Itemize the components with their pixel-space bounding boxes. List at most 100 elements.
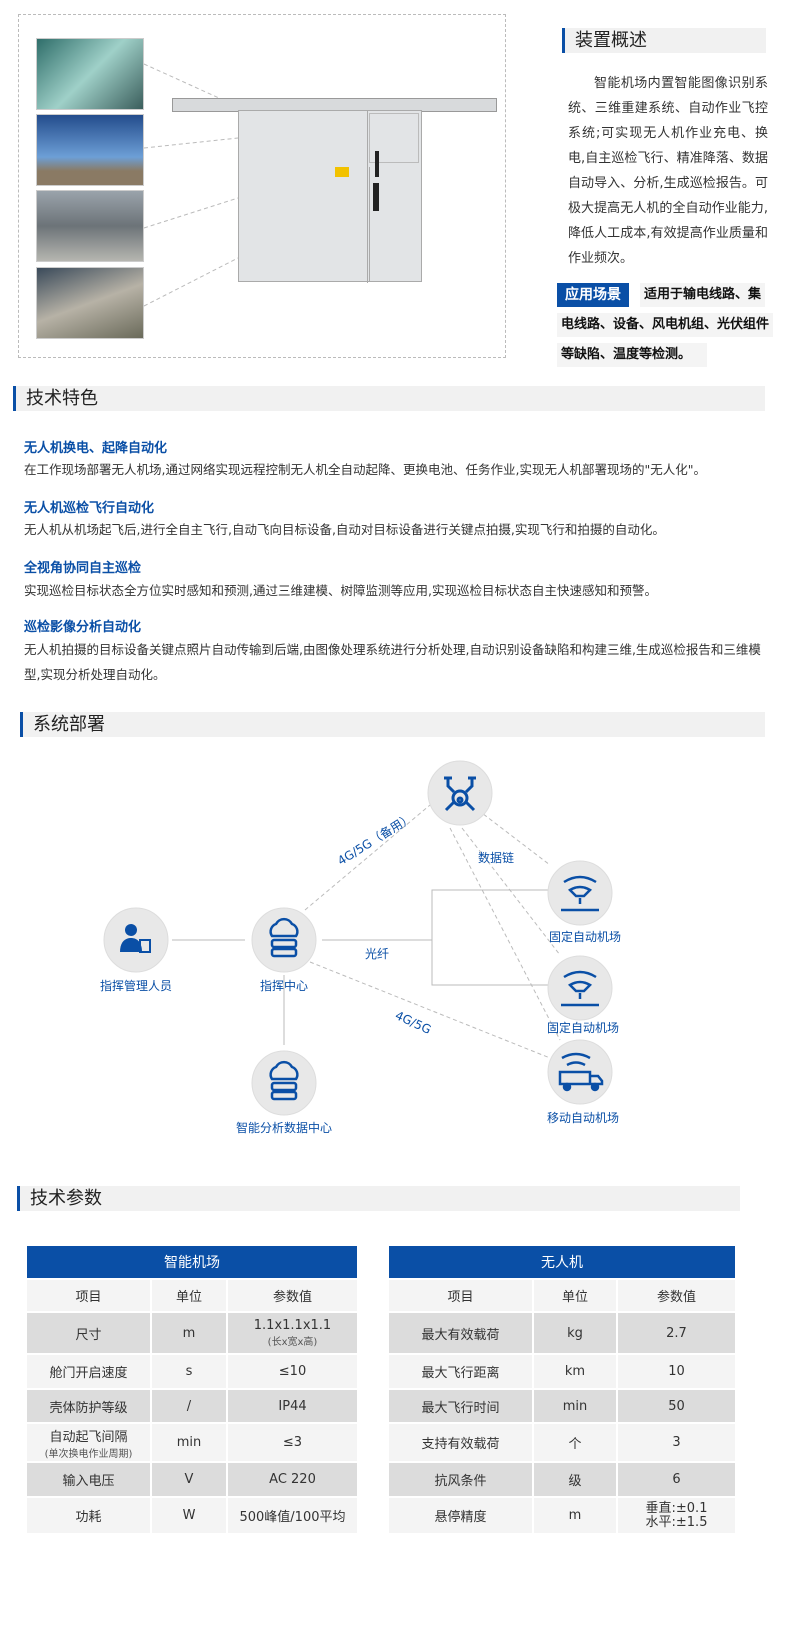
node-center	[251, 907, 317, 973]
table-cell: AC 220	[227, 1462, 359, 1498]
node-label: 指挥中心	[260, 978, 308, 993]
table-cell: 尺寸	[27, 1312, 152, 1355]
deploy-heading: 系统部署	[20, 712, 765, 737]
feature-title: 全视角协同自主巡检	[24, 561, 142, 576]
col-header: 参数值	[617, 1279, 737, 1313]
table-cell: 10	[617, 1354, 737, 1390]
params-heading: 技术参数	[17, 1186, 740, 1211]
table-cell: /	[151, 1389, 228, 1424]
feature-desc: 无人机拍摄的目标设备关键点照片自动传输到后端,由图像处理系统进行分析处理,自动识…	[24, 642, 761, 682]
table-cell: 自动起飞间隔(单次换电作业周期)	[27, 1423, 152, 1463]
table-cell: 500峰值/100平均	[227, 1497, 359, 1535]
node-label: 固定自动机场	[549, 929, 621, 944]
table-cell: 1.1x1.1x1.1(长x宽x高)	[227, 1312, 359, 1355]
dashed-links	[304, 804, 561, 1059]
person-icon	[120, 924, 151, 953]
solid-links	[172, 889, 548, 1045]
link-label-fiber: 光纤	[365, 947, 389, 961]
link-label-4g5g: 4G/5G	[393, 1008, 433, 1037]
node-label: 移动自动机场	[547, 1111, 619, 1125]
photo-hangar-interior	[36, 38, 144, 110]
table-cell: 输入电压	[27, 1462, 152, 1498]
table-cell: 3	[617, 1423, 737, 1463]
airport-cabinet	[238, 110, 422, 283]
col-header: 项目	[27, 1279, 152, 1313]
table-cell: m	[533, 1497, 618, 1535]
deployment-diagram: 4G/5G（备用） 数据链 光纤 4G/5G 指挥管理人员 指挥中心 智能分析数…	[100, 760, 621, 1135]
table-cell: m	[151, 1312, 228, 1355]
node-analysis	[251, 1050, 317, 1116]
table-cell: 抗风条件	[389, 1462, 534, 1498]
node-fixed1	[547, 860, 613, 926]
node-label: 指挥管理人员	[100, 978, 172, 993]
table-row: 壳体防护等级/IP44	[27, 1389, 359, 1424]
table-cell: 悬停精度	[389, 1497, 534, 1535]
table-cell: 级	[533, 1462, 618, 1498]
feature-title: 巡检影像分析自动化	[24, 620, 142, 635]
feature-desc: 无人机从机场起飞后,进行全自主飞行,自动飞向目标设备,自动对目标设备进行关键点拍…	[24, 522, 665, 537]
product-image-frame	[18, 14, 506, 358]
table-cell: 50	[617, 1389, 737, 1424]
feature-title: 无人机换电、起降自动化	[24, 441, 168, 456]
drone-icon	[444, 776, 476, 812]
col-header: 项目	[389, 1279, 534, 1313]
col-header: 单位	[533, 1279, 618, 1313]
table-title: 智能机场	[27, 1246, 359, 1280]
table-cell: 个	[533, 1423, 618, 1463]
table-cell: W	[151, 1497, 228, 1535]
table-cell: 功耗	[27, 1497, 152, 1535]
table-cell: kg	[533, 1312, 618, 1355]
feature-desc: 实现巡检目标状态全方位实时感知和预测,通过三维建模、树障监测等应用,实现巡检目标…	[24, 583, 657, 598]
table-cell: 最大飞行距离	[389, 1354, 534, 1390]
table-row: 自动起飞间隔(单次换电作业周期)min≤3	[27, 1423, 359, 1463]
col-header: 参数值	[227, 1279, 359, 1313]
airport-signal-icon	[561, 875, 599, 912]
feature-desc: 在工作现场部署无人机场,通过网络实现远程控制无人机全自动起降、更换电池、任务作业…	[24, 462, 706, 477]
truck-icon	[558, 1052, 604, 1092]
node-label: 智能分析数据中心	[236, 1120, 332, 1135]
feature-title: 无人机巡检飞行自动化	[24, 501, 155, 516]
table-cell: 舱门开启速度	[27, 1354, 152, 1390]
table-cell: s	[151, 1354, 228, 1390]
node-drone	[427, 760, 493, 826]
table-cell: 6	[617, 1462, 737, 1498]
table-cell: km	[533, 1354, 618, 1390]
photo-power-tower	[36, 190, 144, 262]
col-header: 单位	[151, 1279, 228, 1313]
link-label-backup: 4G/5G（备用）	[335, 811, 415, 868]
table-cell: 支持有效载荷	[389, 1423, 534, 1463]
overview-heading: 装置概述	[562, 28, 766, 53]
application-line: 等缺陷、温度等检测。	[557, 343, 707, 367]
table-cell: 最大飞行时间	[389, 1389, 534, 1424]
node-operator	[103, 907, 169, 973]
features-heading: 技术特色	[13, 386, 765, 411]
cloud-server-icon	[269, 917, 299, 958]
node-mobile	[547, 1039, 613, 1105]
cloud-server-icon	[269, 1060, 299, 1101]
connector-lines	[143, 63, 239, 307]
table-title: 无人机	[389, 1246, 737, 1280]
table-cell: min	[151, 1423, 228, 1463]
table-cell: ≤10	[227, 1354, 359, 1390]
table-cell: 2.7	[617, 1312, 737, 1355]
node-fixed2	[547, 955, 613, 1021]
link-label-datalink: 数据链	[478, 850, 514, 865]
table-cell: min	[533, 1389, 618, 1424]
table-cell: 最大有效载荷	[389, 1312, 534, 1355]
overview-paragraph: 智能机场内置智能图像识别系统、三维重建系统、自动作业飞控系统;可实现无人机作业充…	[568, 76, 768, 266]
table-cell: 壳体防护等级	[27, 1389, 152, 1424]
photo-wind-turbine	[36, 114, 144, 186]
node-label: 固定自动机场	[547, 1020, 619, 1035]
table-cell: IP44	[227, 1389, 359, 1424]
application-line: 适用于输电线路、集	[640, 283, 766, 307]
airport-signal-icon	[561, 970, 599, 1007]
